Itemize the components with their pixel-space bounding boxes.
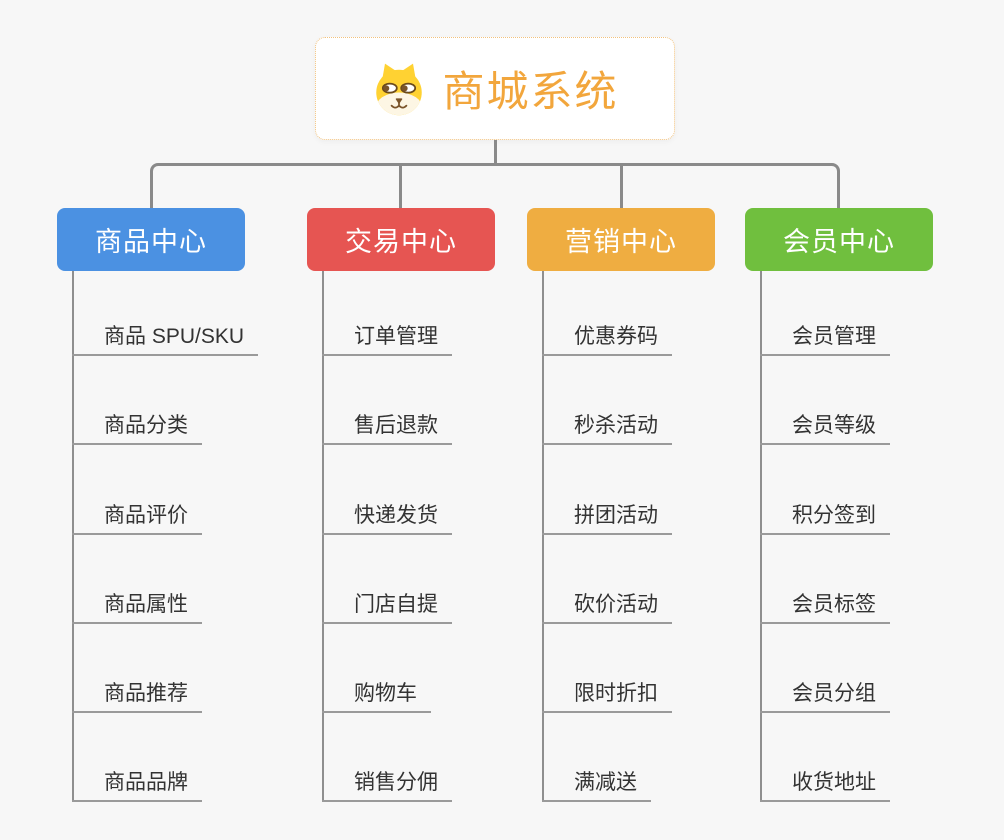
branch-column-trade: 交易中心 订单管理 售后退款 快递发货 门店自提 购物车 销售分佣 <box>307 208 567 840</box>
leaf-node[interactable]: 商品分类 <box>72 415 202 445</box>
leaf-node[interactable]: 售后退款 <box>322 415 452 445</box>
leaf-node[interactable]: 会员管理 <box>760 326 890 356</box>
leaf-node[interactable]: 会员标签 <box>760 594 890 624</box>
leaf-node[interactable]: 订单管理 <box>322 326 452 356</box>
leaf-node[interactable]: 优惠券码 <box>542 326 672 356</box>
leaf-node[interactable]: 商品推荐 <box>72 683 202 713</box>
leaf-node[interactable]: 砍价活动 <box>542 594 672 624</box>
branch-column-product: 商品中心 商品 SPU/SKU 商品分类 商品评价 商品属性 商品推荐 商品品牌 <box>57 208 317 840</box>
leaf-node[interactable]: 满减送 <box>542 772 651 802</box>
leaf-node[interactable]: 购物车 <box>322 683 431 713</box>
root-node[interactable]: 商城系统 <box>315 37 675 140</box>
leaf-node[interactable]: 收货地址 <box>760 772 890 802</box>
branch-header-marketing[interactable]: 营销中心 <box>527 208 715 271</box>
leaf-node[interactable]: 限时折扣 <box>542 683 672 713</box>
leaf-node[interactable]: 商品 SPU/SKU <box>72 326 259 356</box>
leaf-node[interactable]: 拼团活动 <box>542 505 672 535</box>
branch-column-member: 会员中心 会员管理 会员等级 积分签到 会员标签 会员分组 收货地址 <box>745 208 1004 840</box>
dog-face-icon <box>376 63 423 115</box>
leaf-node[interactable]: 秒杀活动 <box>542 415 672 445</box>
leaf-node[interactable]: 商品评价 <box>72 505 202 535</box>
branch-column-marketing: 营销中心 优惠券码 秒杀活动 拼团活动 砍价活动 限时折扣 满减送 <box>527 208 787 840</box>
leaf-node[interactable]: 商品属性 <box>72 594 202 624</box>
branch-trunk <box>760 271 762 802</box>
connector-bus-middle <box>400 163 621 166</box>
leaf-node[interactable]: 快递发货 <box>322 505 452 535</box>
leaf-node[interactable]: 会员分组 <box>760 683 890 713</box>
connector-drop-trade <box>399 163 402 208</box>
branch-header-member[interactable]: 会员中心 <box>745 208 933 271</box>
root-title: 商城系统 <box>442 68 619 115</box>
branch-trunk <box>322 271 324 802</box>
leaf-node[interactable]: 会员等级 <box>760 415 890 445</box>
branch-trunk <box>542 271 544 802</box>
connector-drop-marketing <box>620 163 623 208</box>
connector-root-stem <box>494 140 497 164</box>
branch-header-trade[interactable]: 交易中心 <box>307 208 495 271</box>
leaf-node[interactable]: 门店自提 <box>322 594 452 624</box>
branch-trunk <box>72 271 74 802</box>
connector-elbow-left <box>150 163 400 208</box>
branch-header-product[interactable]: 商品中心 <box>57 208 245 271</box>
leaf-node[interactable]: 积分签到 <box>760 505 890 535</box>
connector-elbow-right <box>620 163 840 208</box>
leaf-node[interactable]: 商品品牌 <box>72 772 202 802</box>
leaf-node[interactable]: 销售分佣 <box>322 772 452 802</box>
